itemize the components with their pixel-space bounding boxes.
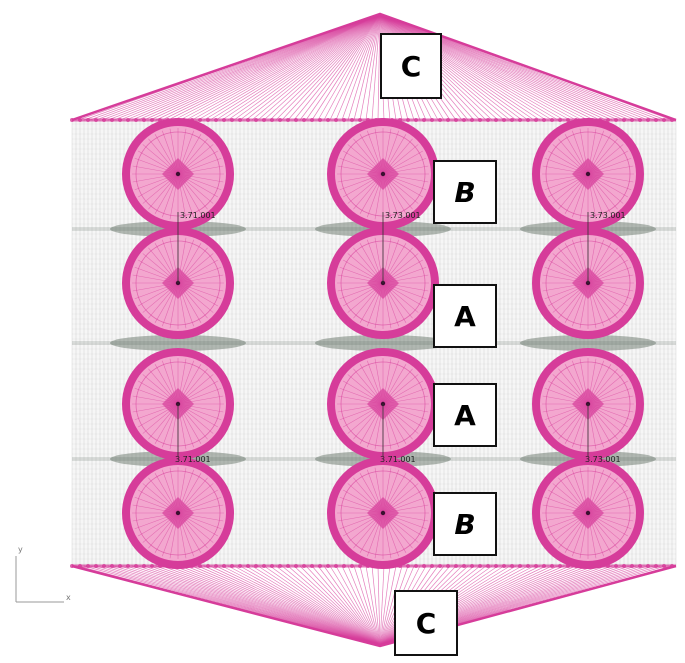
label-a-lower: A	[433, 383, 497, 447]
band-shadow	[520, 335, 656, 351]
label-a-upper: A	[433, 284, 497, 348]
band-shadow	[315, 335, 451, 351]
circle-3-0	[122, 457, 234, 569]
circle-0-0	[122, 118, 234, 230]
y-axis-label: y	[18, 545, 23, 554]
circle-0-1	[327, 118, 439, 230]
circle-3-2	[532, 457, 644, 569]
measurement-upper: 3.71.001	[180, 211, 216, 220]
band-shadow	[110, 335, 246, 351]
top-cap-outline	[71, 12, 677, 122]
circle-0-2	[532, 118, 644, 230]
circle-3-1	[327, 457, 439, 569]
label-b-upper: B	[433, 160, 497, 224]
end-caps	[71, 12, 677, 648]
bottom-cap-outline	[71, 564, 677, 648]
measurement-lower: 3.73.001	[585, 455, 621, 464]
measurement-lower: 3.71.001	[175, 455, 211, 464]
measurement-lower: 3.71.001	[380, 455, 416, 464]
x-axis-label: x	[66, 593, 71, 602]
measurement-upper: 3.73.001	[385, 211, 421, 220]
axis-triad: y x	[15, 545, 71, 603]
label-c-bottom: C	[394, 590, 458, 656]
measurement-labels: 3.71.001 3.71.001 3.73.001 3.71.001 3.73.001…	[175, 211, 626, 464]
label-b-lower: B	[433, 492, 497, 556]
label-c-top: C	[380, 33, 442, 99]
measurement-upper: 3.73.001	[590, 211, 626, 220]
